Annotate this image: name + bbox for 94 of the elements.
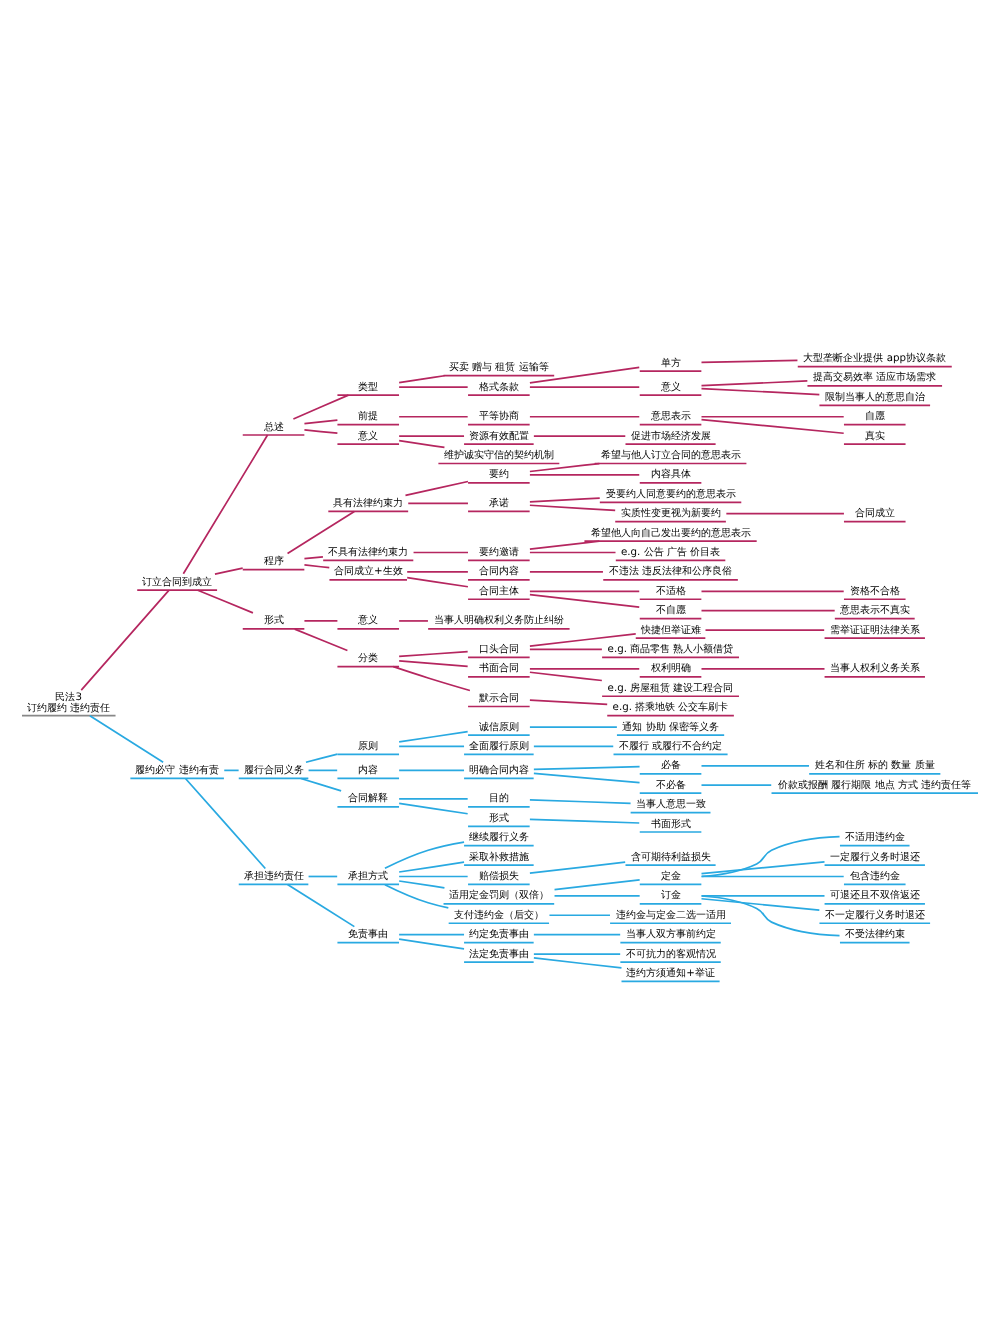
connector — [398, 769, 465, 772]
connector — [533, 933, 622, 936]
connector — [700, 387, 821, 396]
connector — [303, 556, 324, 560]
connector — [529, 551, 617, 554]
connector — [704, 629, 826, 631]
connector — [214, 567, 244, 575]
connector — [398, 435, 465, 437]
connector — [305, 753, 339, 764]
connector — [398, 730, 469, 743]
connector — [384, 841, 465, 870]
connector — [184, 777, 267, 870]
connector — [398, 660, 469, 668]
connector — [404, 480, 469, 497]
connector — [533, 953, 622, 955]
connector — [700, 784, 773, 787]
connector — [529, 590, 641, 593]
connector — [553, 879, 641, 891]
connector — [307, 875, 339, 878]
connector — [529, 462, 601, 473]
connector — [529, 386, 641, 388]
connector — [398, 861, 465, 873]
connector — [398, 439, 446, 449]
connector — [398, 798, 469, 800]
connector — [529, 366, 641, 384]
connector — [529, 497, 601, 503]
connector — [286, 510, 356, 555]
connector — [553, 895, 641, 897]
connector — [303, 564, 331, 569]
connector — [406, 576, 469, 588]
connector — [533, 772, 641, 784]
connector — [700, 359, 799, 364]
connector — [529, 799, 632, 805]
connector — [398, 875, 469, 878]
connector — [182, 434, 269, 575]
connector — [292, 394, 350, 420]
connector — [533, 957, 623, 969]
connector — [529, 474, 641, 476]
connector — [700, 860, 826, 875]
connector — [293, 628, 349, 652]
connector — [89, 714, 164, 764]
connector — [700, 668, 826, 670]
connector — [529, 726, 618, 728]
connector — [392, 665, 471, 692]
connector — [548, 914, 611, 917]
connector — [700, 380, 809, 387]
connector — [406, 571, 469, 573]
connector — [529, 540, 601, 550]
connector — [700, 875, 845, 878]
connector — [307, 769, 339, 772]
connector — [700, 897, 821, 911]
connector — [398, 374, 446, 384]
connector — [700, 835, 841, 878]
connector — [384, 883, 450, 909]
connector — [700, 415, 845, 418]
connector — [303, 620, 339, 622]
connector — [286, 883, 356, 928]
connector — [398, 938, 465, 950]
connector — [407, 502, 469, 505]
connector — [529, 593, 641, 609]
connector — [300, 777, 342, 792]
connector — [529, 415, 641, 418]
connector — [700, 895, 826, 897]
connector — [533, 765, 641, 771]
connector — [529, 861, 627, 874]
connector — [412, 551, 469, 554]
connector — [529, 668, 641, 670]
connector — [529, 699, 609, 706]
connector — [529, 648, 603, 651]
connector — [725, 512, 845, 515]
connector — [398, 650, 469, 658]
connector — [529, 818, 641, 824]
connector — [700, 590, 845, 593]
connector — [398, 620, 429, 622]
connector — [303, 429, 339, 435]
connector — [398, 802, 469, 815]
connector — [398, 745, 465, 748]
connector — [700, 418, 845, 435]
connector — [529, 633, 637, 647]
connector — [529, 504, 617, 512]
connector — [533, 435, 627, 437]
connector — [398, 415, 469, 418]
connector — [529, 571, 604, 573]
connector — [700, 609, 836, 612]
connector — [398, 880, 446, 889]
connector — [700, 895, 841, 937]
connector — [398, 386, 469, 388]
connector — [196, 589, 254, 614]
connector — [533, 745, 615, 748]
connector — [80, 589, 170, 691]
connector — [303, 419, 339, 425]
connector — [700, 764, 810, 767]
connector — [398, 933, 465, 936]
connector — [529, 671, 603, 682]
